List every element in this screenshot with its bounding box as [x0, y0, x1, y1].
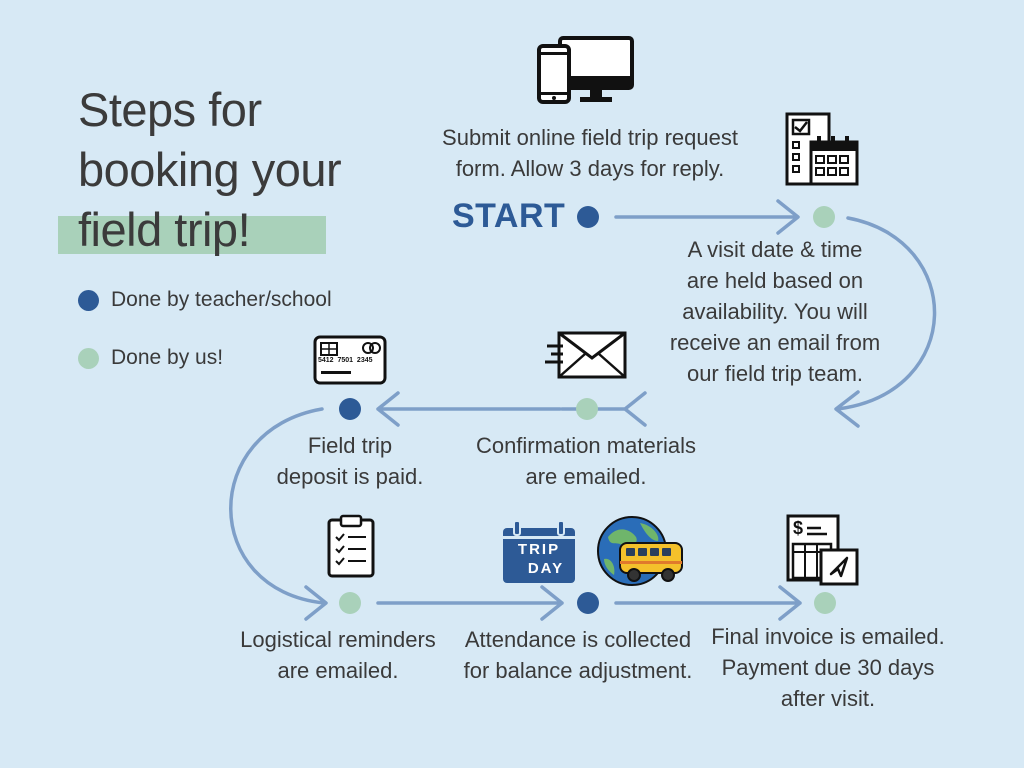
flow-arrow-1 [614, 199, 800, 235]
step-confirmation: Confirmation materials are emailed. [456, 430, 716, 492]
step-line: receive an email from [669, 330, 881, 355]
step-line: A visit date & time [687, 237, 863, 262]
step-line: are emailed. [525, 464, 647, 489]
title-line-1: Steps for [78, 83, 262, 136]
step-invoice: Final invoice is emailed. Payment due 30… [706, 621, 950, 714]
step-line: Field trip [307, 433, 393, 458]
flow-arrow-7 [614, 585, 802, 621]
trip-day-calendar-icon: TRIP DAY [502, 520, 576, 584]
invoice-dollar-sign: $ [793, 518, 804, 538]
flow-arrow-2 [834, 216, 937, 428]
legend-dot-us [78, 347, 99, 369]
step-line: deposit is paid. [276, 464, 424, 489]
step-line: Final invoice is emailed. [711, 624, 945, 649]
legend-item-us: Done by us! [78, 346, 223, 370]
globe-bus-icon [597, 516, 683, 586]
title-line-3: field trip! [78, 203, 251, 256]
legend-item-teacher: Done by teacher/school [78, 288, 332, 312]
node-deposit [339, 398, 361, 420]
calendar-graphic [503, 520, 575, 583]
step-hold-date: A visit date & time are held based on av… [650, 234, 900, 389]
flow-arrow-4 [376, 391, 562, 427]
node-hold-date [813, 206, 835, 228]
step-line: are emailed. [277, 658, 399, 683]
step-line: Confirmation materials [475, 433, 697, 458]
title-highlight [58, 216, 326, 254]
credit-card-icon: 5412 7501 2345 [313, 335, 387, 385]
invoice-graphic [786, 514, 859, 586]
step-line: Submit online field trip request [442, 125, 738, 150]
step-line: are held based on [686, 268, 864, 293]
calendar-text-day: DAY [527, 560, 565, 577]
step-line: Attendance is collected [464, 627, 692, 652]
title-line-2: booking your [78, 143, 342, 196]
node-invoice [814, 592, 836, 614]
node-attendance [577, 592, 599, 614]
step-line: for balance adjustment. [463, 658, 693, 683]
clipboard-checklist-icon [327, 514, 375, 578]
step-line: our field trip team. [686, 361, 864, 386]
step-deposit: Field trip deposit is paid. [260, 430, 440, 492]
node-start [577, 206, 599, 228]
legend-dot-teacher [78, 289, 99, 311]
credit-card-graphic [313, 335, 387, 385]
devices-icon [537, 36, 634, 104]
legend-label-teacher: Done by teacher/school [111, 288, 332, 311]
envelope-icon [545, 331, 627, 379]
flow-arrow-6 [376, 585, 564, 621]
legend-label-us: Done by us! [111, 346, 224, 369]
node-confirmation [576, 398, 598, 420]
node-reminders [339, 592, 361, 614]
step-line: form. Allow 3 days for reply. [455, 156, 725, 181]
calendar-checklist-icon [785, 112, 859, 186]
step-attendance: Attendance is collected for balance adju… [450, 624, 706, 686]
page-title: Steps for booking your field trip! [78, 80, 408, 260]
step-reminders: Logistical reminders are emailed. [226, 624, 450, 686]
card-number: 5412 7501 2345 [318, 357, 373, 364]
step-line: availability. You will [682, 299, 868, 324]
step-line: Logistical reminders [240, 627, 436, 652]
flow-arrow-3 [560, 391, 647, 427]
step-line: after visit. [780, 686, 876, 711]
step-submit-request: Submit online field trip request form. A… [410, 122, 770, 184]
start-label: START [452, 197, 566, 235]
invoice-icon: $ [785, 514, 859, 586]
flow-arrow-5 [229, 407, 328, 621]
calendar-text-trip: TRIP [517, 541, 561, 558]
step-line: Payment due 30 days [721, 655, 935, 680]
